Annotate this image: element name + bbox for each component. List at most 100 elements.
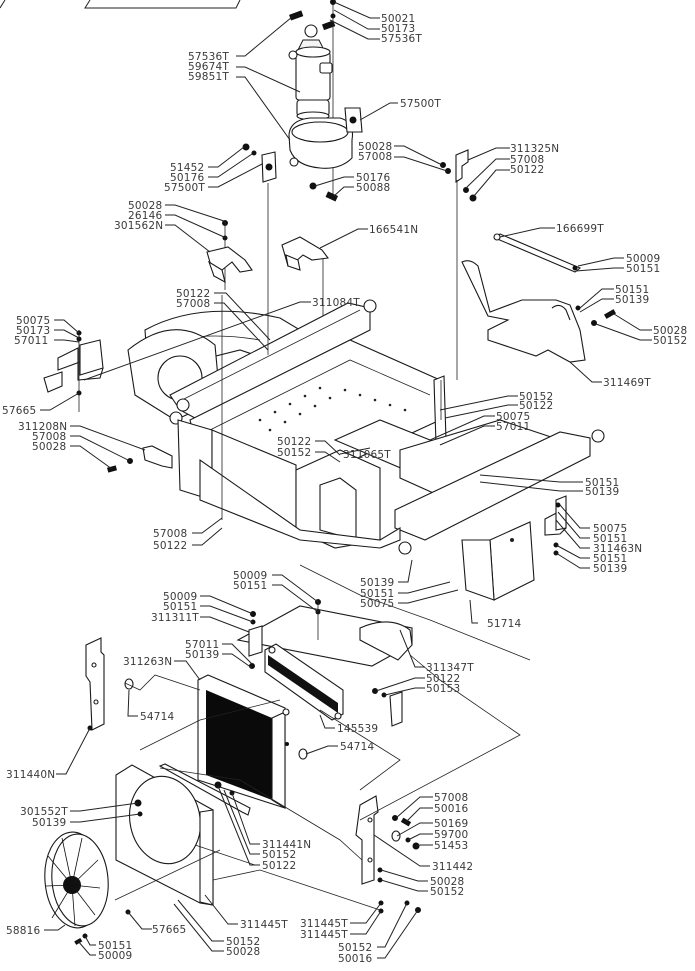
part-label: 50151 bbox=[585, 477, 619, 489]
part-label: 50152 bbox=[277, 447, 311, 459]
leader-lines bbox=[40, 1, 652, 959]
part-label: 50169 bbox=[434, 818, 468, 830]
part-label: 57665 bbox=[152, 924, 186, 936]
rod-166699t bbox=[493, 233, 582, 273]
bracket-311311t bbox=[248, 611, 263, 669]
part-label: 50176 bbox=[356, 172, 391, 184]
part-label: 26146 bbox=[128, 210, 163, 222]
title-frame bbox=[0, 0, 241, 9]
part-label: 50151 bbox=[360, 588, 394, 600]
part-label: 57536T bbox=[188, 51, 229, 63]
part-label: 311065T bbox=[343, 449, 391, 461]
part-label: 311208N bbox=[18, 421, 67, 433]
part-label: 50139 bbox=[585, 486, 619, 498]
radiator-311263n bbox=[197, 674, 290, 809]
part-label: 50152 bbox=[653, 335, 687, 347]
part-label: 57008 bbox=[358, 151, 392, 163]
part-label: 50139 bbox=[185, 649, 219, 661]
part-label: 311469T bbox=[603, 377, 651, 389]
part-label: 50151 bbox=[233, 580, 267, 592]
deck-holes bbox=[258, 386, 407, 432]
part-label: 50152 bbox=[262, 849, 296, 861]
part-label: 311084T bbox=[312, 297, 360, 309]
part-label: 50075 bbox=[496, 411, 530, 423]
bracket-311463n bbox=[544, 495, 567, 556]
part-label: 50028 bbox=[653, 325, 687, 337]
part-label: 311441N bbox=[262, 839, 311, 851]
part-label: 50122 bbox=[153, 540, 187, 552]
fan-shroud-311445t bbox=[115, 764, 214, 906]
part-label: 145539 bbox=[337, 723, 378, 735]
part-label: 50028 bbox=[32, 441, 66, 453]
bracket-right-small bbox=[372, 688, 403, 727]
part-label: 50009 bbox=[626, 253, 660, 265]
part-label: 50151 bbox=[593, 553, 627, 565]
part-label: 50122 bbox=[510, 164, 544, 176]
part-label: 59674T bbox=[188, 61, 229, 73]
part-label: 50028 bbox=[430, 876, 464, 888]
bracket-311440n bbox=[85, 637, 105, 731]
bracket-166541n bbox=[281, 236, 330, 330]
part-label: 50122 bbox=[176, 288, 210, 300]
part-label: 311263N bbox=[123, 656, 172, 668]
cylinder-cradle bbox=[261, 107, 363, 183]
part-label: 50151 bbox=[615, 284, 649, 296]
part-label: 311445T bbox=[240, 919, 288, 931]
part-label: 57008 bbox=[153, 528, 187, 540]
part-label: 51452 bbox=[170, 162, 204, 174]
part-label: 50173 bbox=[16, 325, 50, 337]
pin-top-right bbox=[321, 20, 336, 31]
part-label: 50075 bbox=[360, 598, 394, 610]
part-label: 59851T bbox=[188, 71, 229, 83]
part-label: 57500T bbox=[164, 182, 205, 194]
part-label: 57011 bbox=[185, 639, 219, 651]
bracket-311084t bbox=[43, 330, 104, 412]
part-label: 59700 bbox=[434, 829, 468, 841]
part-label: 50075 bbox=[593, 523, 627, 535]
part-label: 166541N bbox=[369, 224, 418, 236]
part-label: 50152 bbox=[430, 886, 464, 898]
part-label: 311347T bbox=[426, 662, 474, 674]
part-label: 57008 bbox=[510, 154, 544, 166]
part-label: 50151 bbox=[163, 601, 197, 613]
part-label: 50176 bbox=[170, 172, 205, 184]
rail-311441n bbox=[158, 763, 251, 816]
part-labels: 50021 50173 57536T 57536T 59674T 59851T … bbox=[2, 13, 687, 965]
bracket-311442 bbox=[355, 795, 421, 914]
part-label: 50122 bbox=[277, 436, 311, 448]
hydraulic-cylinder bbox=[288, 24, 333, 121]
part-label: 50139 bbox=[32, 817, 66, 829]
top-hardware-stack bbox=[330, 0, 336, 200]
part-label: 57011 bbox=[14, 335, 48, 347]
part-label: 50152 bbox=[519, 391, 553, 403]
part-label: 50151 bbox=[626, 263, 660, 275]
part-label: 50153 bbox=[426, 683, 460, 695]
part-label: 311463N bbox=[593, 543, 642, 555]
part-label: 50075 bbox=[16, 315, 50, 327]
part-label: 51714 bbox=[487, 618, 522, 630]
part-label: 50122 bbox=[262, 860, 296, 872]
part-label: 50016 bbox=[434, 803, 469, 815]
part-label: 166699T bbox=[556, 223, 604, 235]
part-label: 311442 bbox=[432, 861, 473, 873]
main-frame bbox=[127, 299, 605, 601]
part-label: 50151 bbox=[98, 940, 132, 952]
part-label: 311445T bbox=[300, 929, 348, 941]
part-label: 301562N bbox=[114, 220, 163, 232]
part-label: 50021 bbox=[381, 13, 415, 25]
part-label: 50173 bbox=[381, 23, 415, 35]
part-label: 57536T bbox=[381, 33, 422, 45]
part-label: 54714 bbox=[340, 741, 375, 753]
part-label: 50028 bbox=[226, 946, 260, 958]
plate-311469t bbox=[461, 260, 617, 363]
bracket-311208n bbox=[107, 445, 173, 473]
part-label: 50152 bbox=[338, 942, 372, 954]
part-label: 50122 bbox=[426, 673, 460, 685]
part-label: 50088 bbox=[356, 182, 390, 194]
part-label: 50139 bbox=[615, 294, 649, 306]
part-label: 311445T bbox=[300, 918, 348, 930]
part-label: 57008 bbox=[434, 792, 468, 804]
part-label: 57500T bbox=[400, 98, 441, 110]
part-label: 50016 bbox=[338, 953, 373, 965]
